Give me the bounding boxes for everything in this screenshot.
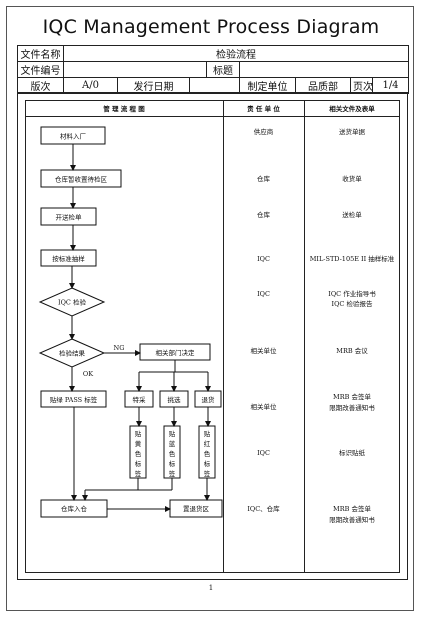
page-label: 页次 (350, 77, 373, 94)
docs-cell: 送检单 (342, 211, 362, 219)
column-header-responsible: 责 任 单 位 (247, 105, 280, 113)
flow-text: 置退货区 (183, 504, 210, 513)
resp-cell: IQC (257, 255, 270, 263)
resp-cell: 仓库 (257, 211, 270, 219)
flow-text: 挑选 (168, 395, 182, 404)
docs-cell: 收货单 (342, 175, 362, 183)
flow-vertical-label: 贴蓝色标签 (169, 429, 176, 478)
column-divider (223, 100, 224, 573)
column-divider (304, 100, 305, 573)
page-value: 1/4 (372, 77, 409, 94)
docs-cell: 标识贴纸 (339, 449, 365, 457)
docs-cell: 限期改善通知书 (329, 404, 375, 412)
column-header-docs: 相关文件及表单 (329, 105, 375, 113)
content-frame (17, 92, 408, 580)
docs-cell: MRB 会议 (336, 347, 368, 355)
flow-text: IQC 检验 (58, 298, 86, 307)
page-number: 1 (208, 584, 214, 592)
flow-node-inspection-request (40, 207, 97, 226)
column-header-flow: 管 理 流 程 图 (103, 105, 145, 113)
flow-text: 仓库入仓 (61, 504, 88, 513)
resp-cell: 相关单位 (250, 403, 277, 411)
flow-text: 退货 (202, 395, 216, 404)
page-title: IQC Management Process Diagram (42, 16, 380, 38)
flow-vertical-label: 贴红色标签 (204, 429, 211, 478)
flow-text: NG (114, 344, 125, 352)
docs-cell: MIL-STD-105E II 抽样标准 (309, 255, 395, 263)
flow-node-sampling (40, 249, 97, 267)
flow-text: 相关部门决定 (156, 348, 196, 357)
resp-cell: 仓库 (257, 175, 270, 183)
docs-cell: IQC 作业指导书 (328, 290, 376, 298)
flow-text: 仓库暂收置待检区 (55, 175, 108, 184)
flow-text: 贴绿 PASS 标签 (50, 395, 98, 404)
flow-text: 开送检单 (56, 213, 83, 222)
page-border (6, 6, 414, 611)
document-header-table: 文件名称 检验流程 文件编号 标题 版次 A/0 发行日期 制定单位 品质部 页… (17, 45, 409, 94)
docs-cell: IQC 检验报告 (331, 300, 373, 308)
docs-cell: 限期改善通知书 (329, 516, 375, 524)
resp-cell: IQC (257, 290, 270, 298)
flow-text: 按标准抽样 (52, 254, 85, 263)
dept-label: 制定单位 (239, 77, 296, 94)
process-table (25, 100, 400, 573)
docs-cell: MRB 会签单 (333, 505, 371, 513)
resp-cell: IQC、仓库 (247, 505, 280, 513)
flow-text: 检验结果 (59, 349, 86, 358)
flow-vertical-label: 贴黄色标签 (135, 429, 142, 478)
header-row-divider (25, 116, 400, 117)
flow-text: OK (83, 370, 93, 378)
flow-text: 特采 (133, 395, 147, 404)
flow-node-temp-storage (40, 169, 122, 188)
flow-text: 材料入厂 (60, 132, 87, 141)
resp-cell: IQC (257, 449, 270, 457)
docs-cell: 送货单据 (339, 128, 365, 136)
resp-cell: 相关单位 (250, 347, 277, 355)
docs-cell: MRB 会签单 (333, 393, 371, 401)
resp-cell: 供应商 (253, 128, 274, 136)
